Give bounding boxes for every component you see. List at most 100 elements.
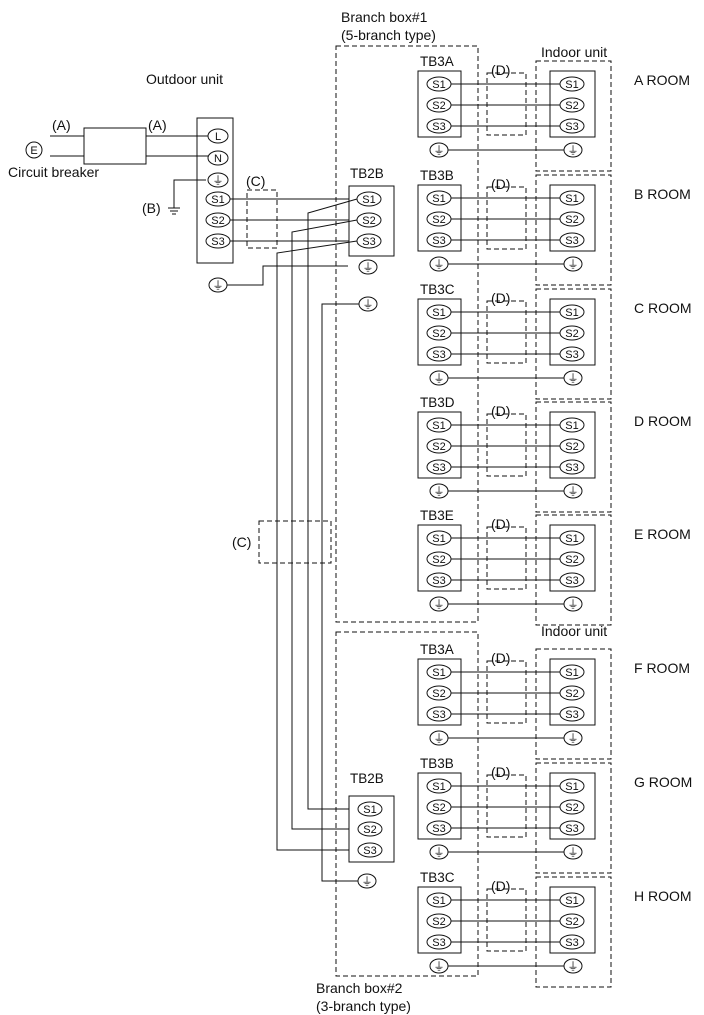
svg-text:⏚: ⏚ [434,732,445,745]
svg-text:S3: S3 [565,575,578,587]
svg-text:S2: S2 [565,688,578,700]
svg-text:S1: S1 [363,804,376,816]
svg-text:S3: S3 [211,236,224,248]
indoor-ground-icon: ⏚ [563,844,583,860]
svg-text:⏚: ⏚ [568,960,579,973]
circuit-breaker-box [83,127,147,165]
svg-text:S1: S1 [432,533,445,545]
svg-text:S3: S3 [362,236,375,248]
branch-terminal-s1: S1 [426,76,452,92]
svg-text:⏚: ⏚ [363,261,374,274]
indoor-terminal-s1: S1 [559,190,585,206]
wire-c-upper-label: (C) [246,173,265,189]
branch-terminal-s3: S3 [426,934,452,950]
indoor-ground-icon: ⏚ [563,596,583,612]
branch-terminal-s1: S1 [426,892,452,908]
indoor-unit-title-2: Indoor unit [541,623,607,639]
wire-d-bracket [486,300,527,364]
svg-text:N: N [214,153,222,165]
wire-d-bracket [486,186,527,250]
indoor-terminal-s2: S2 [559,438,585,454]
branch-box-1-outline [335,45,479,623]
wire-c-upper-bracket [246,189,278,249]
indoor-unit-title-1: Indoor unit [541,44,607,60]
branch-box-2-tb2b-s3: S3 [357,842,383,858]
svg-text:⏚: ⏚ [568,144,579,157]
wire-d-label: (D) [491,878,510,894]
branch-ground-icon: ⏚ [429,844,449,860]
branch-terminal-s2: S2 [426,551,452,567]
indoor-terminal-s3: S3 [559,118,585,134]
branch-box-1-tb2b-s1: S1 [356,191,382,207]
ground-b-label: (B) [142,200,161,216]
indoor-terminal-s2: S2 [559,799,585,815]
svg-text:⏚: ⏚ [434,372,445,385]
branch-terminal-s3: S3 [426,232,452,248]
indoor-ground-icon: ⏚ [563,256,583,272]
svg-text:⏚: ⏚ [213,174,224,187]
branch-ground-icon: ⏚ [429,958,449,974]
outdoor-terminal-s2: S2 [205,212,231,228]
branch-ground-icon: ⏚ [429,483,449,499]
indoor-terminal-s2: S2 [559,211,585,227]
svg-text:S1: S1 [432,307,445,319]
terminal-block-label: TB3C [420,282,455,297]
svg-text:⏚: ⏚ [568,732,579,745]
branch-box-1-tb2b-label: TB2B [350,166,384,181]
indoor-terminal-s1: S1 [559,778,585,794]
wire-c-lower-bracket [258,520,332,564]
bb2-ground-wire [321,303,359,882]
branch-terminal-s3: S3 [426,706,452,722]
terminal-block-label: TB3E [420,508,454,523]
indoor-terminal-s1: S1 [559,892,585,908]
bb2-s2-wire [291,219,358,830]
svg-text:S1: S1 [432,895,445,907]
terminal-block-label: TB3C [420,870,455,885]
svg-text:S2: S2 [565,554,578,566]
branch-terminal-s1: S1 [426,417,452,433]
wire-d-bracket [486,888,527,952]
svg-text:S3: S3 [565,937,578,949]
indoor-ground-icon: ⏚ [563,370,583,386]
room-label: A ROOM [634,72,690,88]
svg-text:S3: S3 [432,121,445,133]
svg-text:S2: S2 [432,100,445,112]
wire-d-label: (D) [491,764,510,780]
indoor-terminal-s3: S3 [559,459,585,475]
branch-box-1-tb2b-s2: S2 [356,212,382,228]
svg-text:S1: S1 [565,781,578,793]
svg-text:S3: S3 [565,235,578,247]
branch-box-2-ground-icon: ⏚ [357,873,377,889]
indoor-terminal-s3: S3 [559,346,585,362]
outdoor-terminal-s3: S3 [205,233,231,249]
room-label: B ROOM [634,186,691,202]
svg-text:⏚: ⏚ [434,598,445,611]
terminal-block-label: TB3A [420,54,454,69]
branch-box-1-title: Branch box#1 [341,9,428,25]
svg-text:⏚: ⏚ [568,846,579,859]
branch-terminal-s3: S3 [426,346,452,362]
indoor-terminal-s3: S3 [559,934,585,950]
svg-text:⏚: ⏚ [363,298,374,311]
room-label: F ROOM [634,660,690,676]
svg-text:⏚: ⏚ [434,960,445,973]
wire-a-right-label: (A) [148,117,167,133]
branch-ground-icon: ⏚ [429,596,449,612]
branch-terminal-s3: S3 [426,572,452,588]
room-label: H ROOM [634,888,692,904]
branch-ground-icon: ⏚ [429,730,449,746]
outdoor-terminal-s1: S1 [205,191,231,207]
svg-text:S1: S1 [565,307,578,319]
wire-d-bracket [486,526,527,590]
indoor-unit-outline [535,174,612,286]
circuit-breaker-label: Circuit breaker [8,164,99,180]
indoor-ground-icon: ⏚ [563,142,583,158]
outdoor-bottom-ground-icon: ⏚ [208,277,228,293]
svg-text:S2: S2 [432,441,445,453]
svg-text:E: E [30,145,37,157]
wire-d-label: (D) [491,403,510,419]
indoor-terminal-s2: S2 [559,325,585,341]
